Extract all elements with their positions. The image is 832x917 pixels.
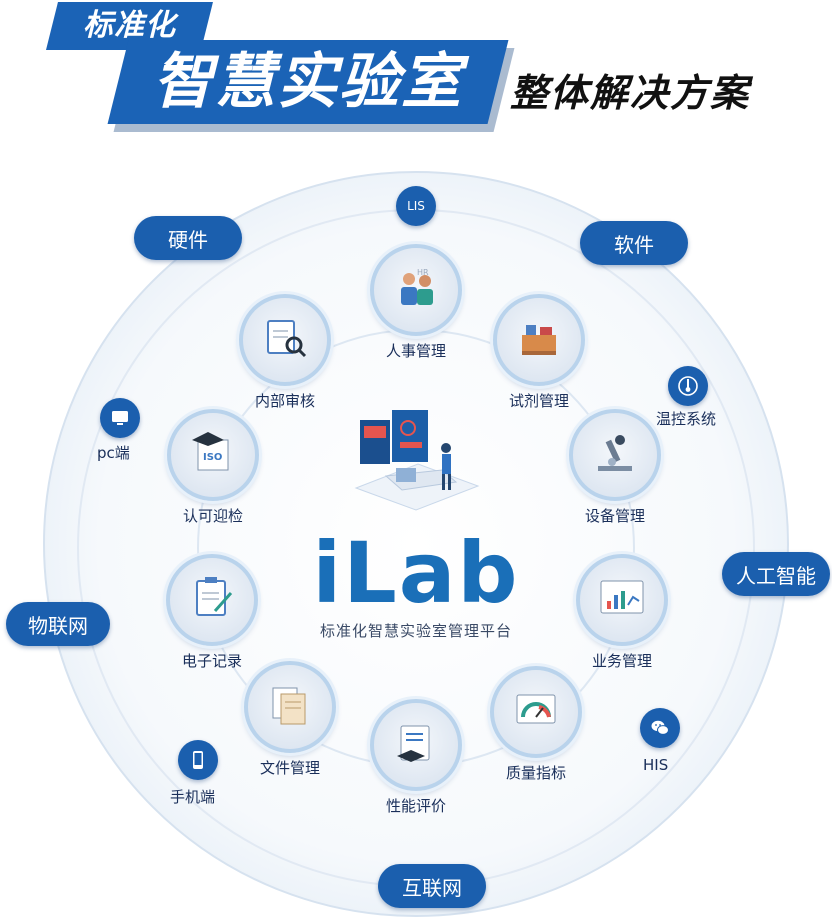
module-label-8: 电子记录 <box>181 652 242 670</box>
module-label-6: 性能评价 <box>385 797 446 815</box>
module-node-4[interactable] <box>576 554 668 646</box>
audit-magnifier-icon <box>258 311 312 369</box>
lis-badge[interactable]: LIS <box>396 186 436 226</box>
module-label-5: 质量指标 <box>505 764 566 782</box>
module-node-6[interactable] <box>370 699 462 791</box>
microscope-icon <box>588 426 642 484</box>
module-node-1[interactable]: HR <box>370 244 462 336</box>
module-node-5[interactable] <box>490 666 582 758</box>
svg-text:HR: HR <box>417 268 429 277</box>
module-node-10[interactable] <box>239 294 331 386</box>
svg-text:ISO: ISO <box>203 452 222 463</box>
reagent-box-icon <box>512 311 566 369</box>
dashboard-chart-icon <box>595 571 649 629</box>
documents-icon <box>263 678 317 736</box>
brand-subtitle: 标准化智慧实验室管理平台 <box>319 622 512 640</box>
pill-internet[interactable]: 互联网 <box>378 864 486 908</box>
pc-label: pc端 <box>97 444 130 462</box>
pill-iot[interactable]: 物联网 <box>6 602 110 646</box>
iso-certificate-icon: ISO <box>186 426 240 484</box>
title-line3: 整体解决方案 <box>510 71 751 115</box>
pill-iot-label: 物联网 <box>28 613 88 638</box>
thermometer-icon[interactable] <box>668 366 708 406</box>
pill-internet-label: 互联网 <box>402 875 462 900</box>
pill-hardware-label: 硬件 <box>168 227 208 252</box>
pill-hardware[interactable]: 硬件 <box>134 216 242 260</box>
graduation-clipboard-icon <box>389 716 443 774</box>
hr-people-icon: HR <box>389 261 443 319</box>
lab-workstation-illustration <box>354 410 480 511</box>
module-label-2: 试剂管理 <box>508 392 569 410</box>
pill-ai-label: 人工智能 <box>736 563 816 588</box>
brand-logo: iLab <box>312 524 520 622</box>
module-label-3: 设备管理 <box>584 507 645 525</box>
module-label-9: 认可迎检 <box>182 507 243 525</box>
gauge-icon <box>509 683 563 741</box>
module-node-3[interactable] <box>569 409 661 501</box>
module-label-7: 文件管理 <box>259 759 320 777</box>
his-label: HIS <box>643 756 669 774</box>
module-node-2[interactable] <box>493 294 585 386</box>
pill-ai[interactable]: 人工智能 <box>722 552 830 596</box>
module-node-8[interactable] <box>166 554 258 646</box>
monitor-icon[interactable] <box>100 398 140 438</box>
outer-ring <box>43 171 789 917</box>
module-label-10: 内部审核 <box>254 392 315 410</box>
module-label-4: 业务管理 <box>591 652 652 670</box>
module-node-7[interactable] <box>244 661 336 753</box>
mobile-label: 手机端 <box>170 788 216 806</box>
title-banner: 标准化 智慧实验室 整体解决方案 <box>0 0 832 140</box>
pill-software[interactable]: 软件 <box>580 221 688 265</box>
temp-control-label: 温控系统 <box>656 410 717 428</box>
pill-software-label: 软件 <box>614 232 654 257</box>
mobile-phone-icon[interactable] <box>178 740 218 780</box>
wechat-icon[interactable] <box>640 708 680 748</box>
clipboard-pen-icon <box>185 571 239 629</box>
module-label-1: 人事管理 <box>385 342 446 360</box>
lis-label: LIS <box>407 199 425 213</box>
module-node-9[interactable]: ISO <box>167 409 259 501</box>
